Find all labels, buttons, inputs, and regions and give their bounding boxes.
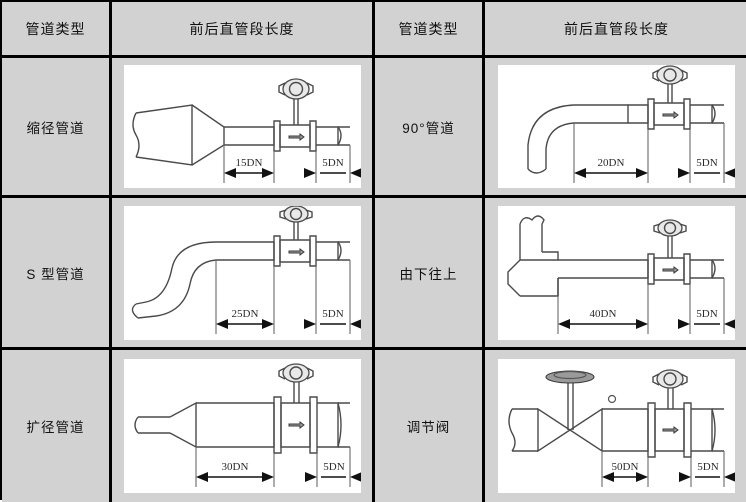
upstream-dimension-label: 25DN <box>231 308 258 320</box>
downstream-dimension-label: 5DN <box>322 157 343 169</box>
row-2-left-diagram-cell: 25DN 5DN <box>112 198 375 350</box>
row-1-left-type-cell: 缩径管道 <box>2 58 112 198</box>
upstream-dimension-label: 20DN <box>598 157 625 169</box>
upstream-dimension-label: 50DN <box>612 461 639 473</box>
row-2-right-type-cell: 由下往上 <box>375 198 485 350</box>
pipe-type-label: S 型管道 <box>26 266 85 282</box>
row-2-right-diagram-cell: 40DN 5DN <box>485 198 746 350</box>
downstream-dimension-label: 5DN <box>322 308 343 320</box>
header-cell-pipe-type-right: 管道类型 <box>375 2 485 58</box>
upstream-dimension-label: 40DN <box>590 308 617 320</box>
row-3-left-type-cell: 扩径管道 <box>2 350 112 502</box>
row-1-right-diagram-cell: 20DN 5DN <box>485 58 746 198</box>
row-2-left-type-cell: S 型管道 <box>2 198 112 350</box>
upstream-dimension-label: 15DN <box>235 157 262 169</box>
pipe-type-label: 调节阀 <box>406 420 451 435</box>
upstream-dimension-label: 30DN <box>221 461 248 473</box>
pipe-type-label: 扩径管道 <box>26 420 85 435</box>
diagram-control-valve: 50DN 5DN <box>485 350 746 502</box>
downstream-dimension-label: 5DN <box>696 157 717 169</box>
header-label: 前后直管段长度 <box>564 20 669 37</box>
header-cell-pipe-type-left: 管道类型 <box>2 2 112 58</box>
diagram-elbow-90: 20DN 5DN <box>485 58 746 195</box>
downstream-dimension-label: 5DN <box>697 461 718 473</box>
row-1-left-diagram-cell: 15DN 5DN <box>112 58 375 198</box>
diagram-s-bend: 25DN 5DN <box>112 198 372 347</box>
pipe-type-label: 90°管道 <box>402 120 455 136</box>
header-label: 管道类型 <box>25 20 86 37</box>
diagram-reducer: 15DN 5DN <box>112 58 372 195</box>
pipe-type-label: 缩径管道 <box>26 120 85 136</box>
row-3-right-type-cell: 调节阀 <box>375 350 485 502</box>
diagram-expander: 30DN 5DN <box>112 350 372 502</box>
downstream-dimension-label: 5DN <box>323 461 344 473</box>
row-3-right-diagram-cell: 50DN 5DN <box>485 350 746 502</box>
diagram-bottom-up-riser: 40DN 5DN <box>485 198 746 347</box>
row-3-left-diagram-cell: 30DN 5DN <box>112 350 375 502</box>
pipe-type-label: 由下往上 <box>399 266 458 282</box>
header-cell-straight-length-left: 前后直管段长度 <box>112 2 375 58</box>
header-label: 前后直管段长度 <box>189 20 295 37</box>
downstream-dimension-label: 5DN <box>696 308 717 320</box>
row-1-right-type-cell: 90°管道 <box>375 58 485 198</box>
header-label: 管道类型 <box>398 20 459 37</box>
header-cell-straight-length-right: 前后直管段长度 <box>485 2 746 58</box>
